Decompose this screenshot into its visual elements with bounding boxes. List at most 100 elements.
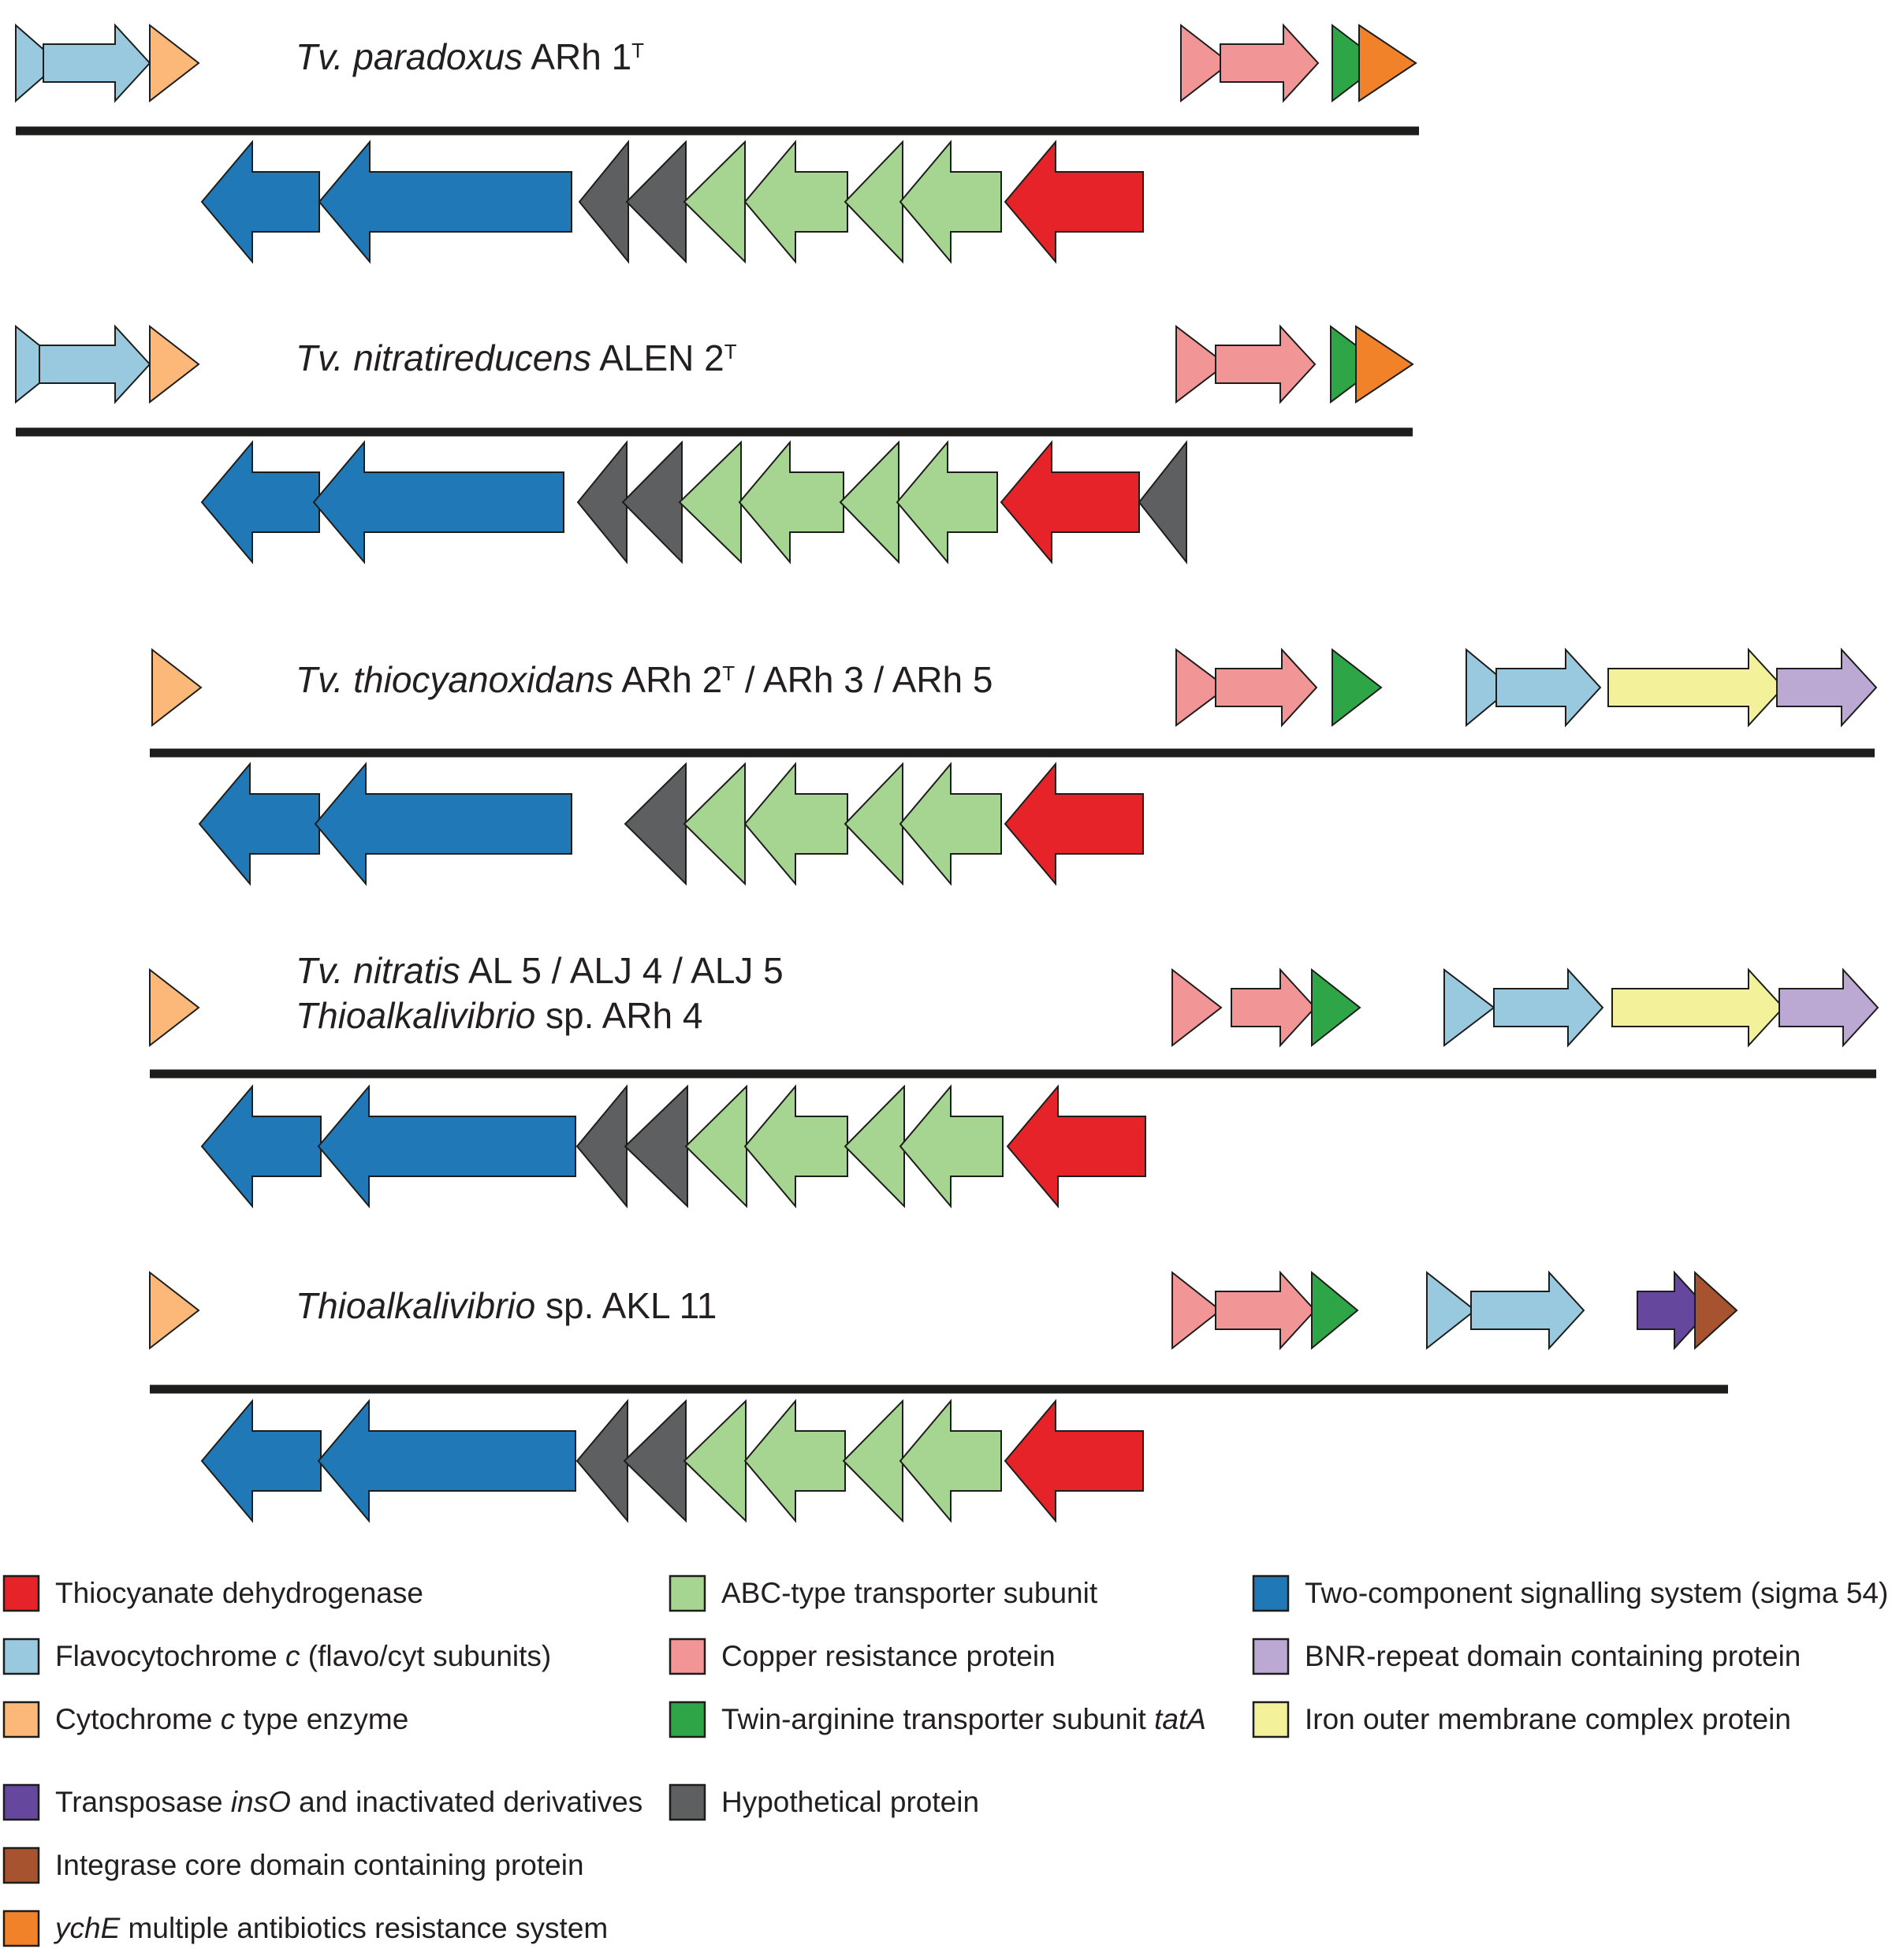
label-segment: ALEN 2 [591, 337, 724, 378]
abc-gene-arrow [844, 762, 903, 886]
legend-label: Copper resistance protein [721, 1640, 1056, 1672]
twocomp-gene-arrow [200, 140, 320, 264]
organism-label: Thioalkalivibrio sp. AKL 11 [296, 1285, 717, 1326]
legend-item: Flavocytochrome c (flavo/cyt subunits) [2, 1638, 551, 1675]
copper-gene-arrow [1215, 324, 1317, 404]
legend-swatch [2, 1638, 40, 1675]
legend-item: Twin-arginine transporter subunit tatA [669, 1701, 1206, 1738]
legend-swatch [2, 1783, 40, 1821]
copper-gene-arrow [1180, 23, 1231, 103]
abc-gene-arrow [899, 1399, 1002, 1523]
legend-swatch [669, 1783, 706, 1821]
label-segment: Hypothetical protein [721, 1786, 979, 1818]
abc-gene-arrow [683, 140, 746, 264]
bnr-gene-arrow [1776, 647, 1878, 728]
legend-swatch [2, 1846, 40, 1884]
hypothetical-gene-arrow [623, 1399, 687, 1523]
tatA-gene-arrow [1331, 23, 1384, 103]
label-segment: type enzyme [235, 1703, 408, 1735]
copper-gene-arrow [1171, 967, 1223, 1048]
label-segment: Twin-arginine transporter subunit [721, 1703, 1154, 1735]
legend-swatch [669, 1701, 706, 1738]
legend-swatch [1252, 1574, 1290, 1612]
ychE-gene-arrow [1358, 24, 1417, 102]
hypothetical-gene-arrow [625, 140, 687, 264]
twocomp-gene-arrow [317, 1084, 576, 1209]
label-segment: sp. AKL 11 [535, 1285, 717, 1326]
abc-gene-arrow [839, 440, 899, 565]
label-segment: ARh 1 [523, 36, 631, 77]
abc-gene-arrow [842, 1399, 903, 1523]
legend-item: Thiocyanate dehydrogenase [2, 1574, 423, 1612]
thiocyanate-gene-arrow [1004, 762, 1144, 886]
organism-label: Tv. thiocyanoxidans ARh 2T / ARh 3 / ARh… [296, 659, 993, 700]
label-segment: tatA [1154, 1703, 1206, 1735]
bnr-gene-arrow [1778, 967, 1879, 1048]
copper-gene-arrow [1215, 1270, 1317, 1351]
legend-item: Hypothetical protein [669, 1783, 979, 1821]
hypothetical-gene-arrow [1138, 440, 1187, 565]
legend-label: Cytochrome c type enzyme [55, 1703, 408, 1735]
abc-gene-arrow [896, 440, 998, 565]
iron-gene-arrow [1611, 967, 1785, 1048]
flavocyt-gene-arrow [1493, 967, 1604, 1048]
legend-label: ABC-type transporter subunit [721, 1577, 1098, 1609]
tatA-gene-arrow [1331, 647, 1383, 728]
legend-item: Copper resistance protein [669, 1638, 1056, 1675]
label-segment: Flavocytochrome [55, 1640, 285, 1672]
label-segment: Tv. thiocyanoxidans [296, 659, 613, 700]
twocomp-gene-arrow [198, 762, 320, 886]
abc-gene-arrow [899, 1084, 1004, 1209]
legend-item: ychE multiple antibiotics resistance sys… [2, 1910, 608, 1947]
legend-label: Flavocytochrome c (flavo/cyt subunits) [55, 1640, 551, 1672]
twocomp-gene-arrow [200, 1084, 322, 1209]
label-segment: T [724, 340, 737, 363]
integrase-gene-arrow [1694, 1270, 1738, 1351]
legend-item: Cytochrome c type enzyme [2, 1701, 408, 1738]
legend-item: Two-component signalling system (sigma 5… [1252, 1574, 1888, 1612]
hypothetical-gene-arrow [575, 1084, 628, 1209]
label-segment: c [285, 1640, 300, 1672]
label-segment: Thioalkalivibrio [296, 995, 535, 1036]
flavocyt-gene-arrow [1443, 967, 1495, 1048]
legend-label: Twin-arginine transporter subunit tatA [721, 1703, 1206, 1735]
flavocyt-gene-arrow [1470, 1270, 1585, 1351]
flavocyt-gene-arrow [1426, 1270, 1477, 1351]
twocomp-gene-arrow [200, 440, 320, 565]
legend-item: ABC-type transporter subunit [669, 1574, 1098, 1612]
label-segment: T [631, 39, 644, 62]
abc-gene-arrow [683, 762, 746, 886]
twocomp-gene-arrow [314, 762, 572, 886]
label-segment: BNR-repeat domain containing protein [1305, 1640, 1801, 1672]
copper-gene-arrow [1175, 648, 1228, 727]
cytc-gene-arrow [149, 967, 200, 1048]
organism-label: Tv. nitratireducens ALEN 2T [296, 337, 737, 378]
legend-swatch [1252, 1638, 1290, 1675]
label-segment: Thioalkalivibrio [296, 1285, 535, 1326]
abc-gene-arrow [738, 440, 844, 565]
legend-label: BNR-repeat domain containing protein [1305, 1640, 1801, 1672]
copper-gene-arrow [1220, 23, 1320, 103]
label-segment: Tv. nitratireducens [296, 337, 591, 378]
thiocyanate-gene-arrow [1006, 1084, 1146, 1209]
legend-label: Thiocyanate dehydrogenase [55, 1577, 423, 1609]
legend: Thiocyanate dehydrogenaseFlavocytochrome… [2, 1574, 1888, 1947]
label-segment: insO [231, 1786, 291, 1818]
hypothetical-gene-arrow [578, 140, 629, 264]
flavocyt-gene-arrow [43, 23, 151, 103]
label-segment: ABC-type transporter subunit [721, 1577, 1098, 1609]
legend-label: Two-component signalling system (sigma 5… [1305, 1577, 1888, 1609]
abc-gene-arrow [899, 140, 1002, 264]
copper-gene-arrow [1215, 647, 1318, 728]
thiocyanate-gene-arrow [1004, 1399, 1144, 1523]
legend-label: Transposase insO and inactivated derivat… [55, 1786, 642, 1818]
label-segment: Tv. paradoxus [296, 36, 523, 77]
flavocyt-gene-arrow [39, 324, 151, 404]
gene-arrows [15, 23, 1879, 1523]
cytc-gene-arrow [149, 324, 200, 404]
abc-gene-arrow [743, 1399, 846, 1523]
legend-swatch [1252, 1701, 1290, 1738]
hypothetical-gene-arrow [624, 1084, 688, 1209]
